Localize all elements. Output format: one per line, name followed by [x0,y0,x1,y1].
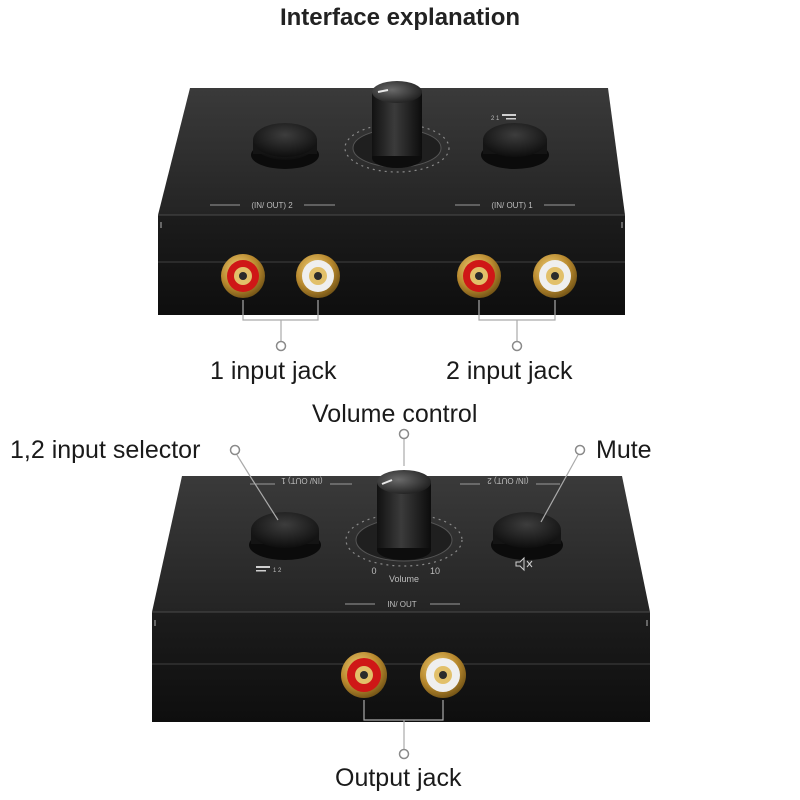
top-device: (IN/ OUT) 2 (IN/ OUT) 1 2 1 [158,81,625,315]
top-callout-lines [242,300,556,352]
bottom-selector-marks: 1 2 [273,568,282,574]
top-rca-jack-red-2[interactable] [221,254,265,298]
volume-scale-min: 0 [371,566,376,576]
bottom-device: (IN/ OUT) 1 (IN/ OUT) 2 IN/ OUT 1 2 [152,470,650,722]
input-selector-label: 1,2 input selector [10,436,201,464]
volume-scale-max: 10 [430,566,440,576]
mute-label: Mute [596,436,652,464]
bottom-selector-button[interactable] [251,512,319,548]
bottom-panel-label-left: (IN/ OUT) 1 [281,476,323,485]
input-jack-2-label: 2 input jack [446,357,573,385]
bottom-panel-label-right: (IN/ OUT) 2 [487,476,529,485]
output-rca-jack-white[interactable] [420,652,466,698]
bottom-panel-label-io: IN/ OUT [387,600,416,609]
top-selector-button[interactable] [483,123,547,157]
output-rca-jack-red[interactable] [341,652,387,698]
input-jack-1-label: 1 input jack [210,357,337,385]
bottom-callout-lines [229,428,586,760]
bottom-device-front-panel [152,612,650,722]
mute-icon [515,556,533,572]
top-rca-jack-white-2[interactable] [296,254,340,298]
page-title: Interface explanation [279,4,521,31]
volume-caption: Volume [389,574,419,584]
top-rca-jack-red-1[interactable] [457,254,501,298]
mute-button[interactable] [493,512,561,548]
volume-control-label: Volume control [312,400,478,428]
top-rca-jack-white-1[interactable] [533,254,577,298]
top-panel-label-right: (IN/ OUT) 1 [491,201,533,210]
top-panel-label-left: (IN/ OUT) 2 [251,201,293,210]
output-jack-label: Output jack [335,764,462,792]
top-selector-marks: 2 1 [491,116,500,122]
